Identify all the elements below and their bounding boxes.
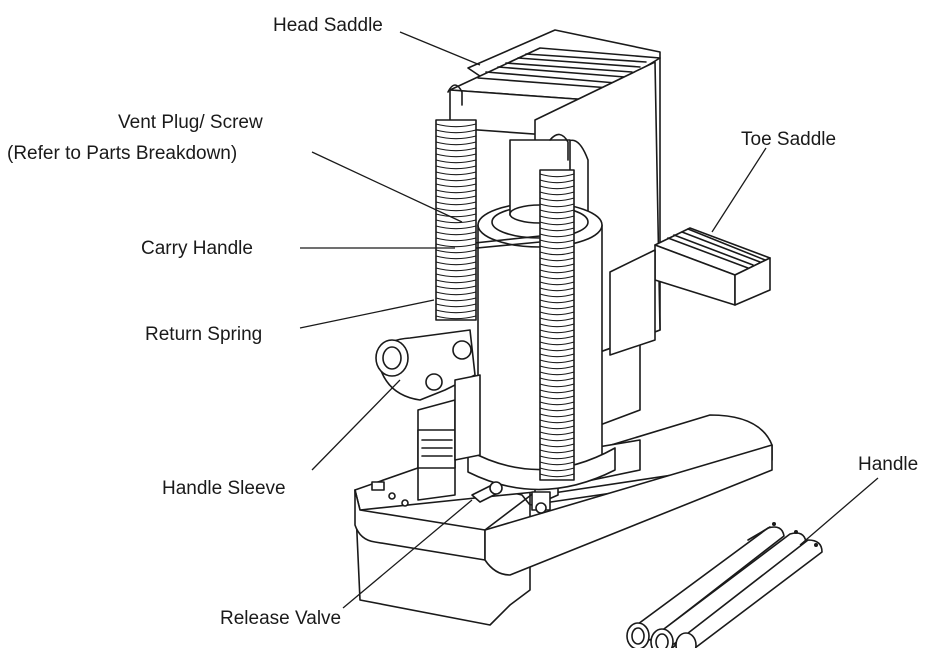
saddle-frame <box>449 29 771 506</box>
label-carry-handle: Carry Handle <box>141 238 253 259</box>
label-return-spring: Return Spring <box>145 324 262 345</box>
return-spring-right <box>539 133 575 481</box>
label-head-saddle: Head Saddle <box>273 15 383 36</box>
leader-head-saddle <box>399 31 481 66</box>
release-valve <box>471 481 551 514</box>
label-handle: Handle <box>858 454 918 475</box>
label-handle-sleeve: Handle Sleeve <box>162 478 286 499</box>
leader-handle <box>799 477 879 546</box>
label-release-valve: Release Valve <box>220 608 341 629</box>
label-vent-plug-line1: Vent Plug/ Screw <box>118 112 263 133</box>
handle-bars <box>626 522 823 648</box>
return-spring-left <box>435 84 477 321</box>
leader-toe-saddle <box>711 147 767 233</box>
label-vent-plug-line2: (Refer to Parts Breakdown) <box>7 143 237 164</box>
leader-return-spring <box>299 299 435 329</box>
label-toe-saddle: Toe Saddle <box>741 129 836 150</box>
leader-vent-plug <box>311 151 463 223</box>
leader-handle-sleeve <box>311 379 401 471</box>
leader-release-valve <box>342 499 473 609</box>
pump-assembly <box>375 329 481 501</box>
